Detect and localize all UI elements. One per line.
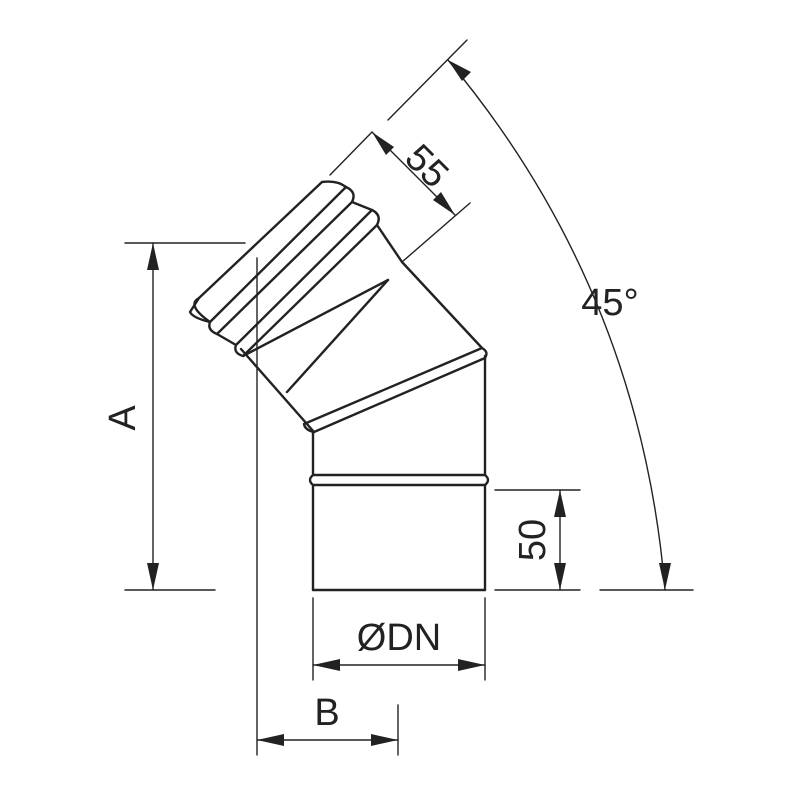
arrow-b-right [371,734,398,746]
label-b: B [314,692,339,734]
arrow-angle-top [448,60,471,81]
arrow-a-bottom [147,563,159,590]
arrow-angle-bottom [659,563,671,590]
lower-pipe-section [308,354,490,592]
dimension-angle: 45° [387,39,694,591]
label-spigot-length: 50 [512,519,554,561]
dimension-a: A [102,242,246,591]
arrow-a-top [147,243,159,270]
dimension-spigot-length: 50 [494,489,581,591]
dimension-b: B [256,257,399,756]
arrow-55-top [372,132,394,155]
arrow-50-top [554,490,566,517]
label-diameter: ØDN [357,617,441,659]
label-angle: 45° [581,282,638,324]
arrow-55-bottom [433,192,455,215]
lower-segment-joint [302,346,488,434]
dimension-socket-length: 55 [329,131,471,263]
label-socket-length: 55 [397,137,457,197]
arrow-dn-left [313,659,340,671]
middle-angled-segment [239,260,484,434]
arrow-b-left [257,734,284,746]
arrow-50-bottom [554,563,566,590]
arrow-dn-right [458,659,485,671]
upper-socket-segment [188,180,404,358]
dimension-diameter: ØDN [312,597,486,681]
label-a: A [102,405,144,431]
